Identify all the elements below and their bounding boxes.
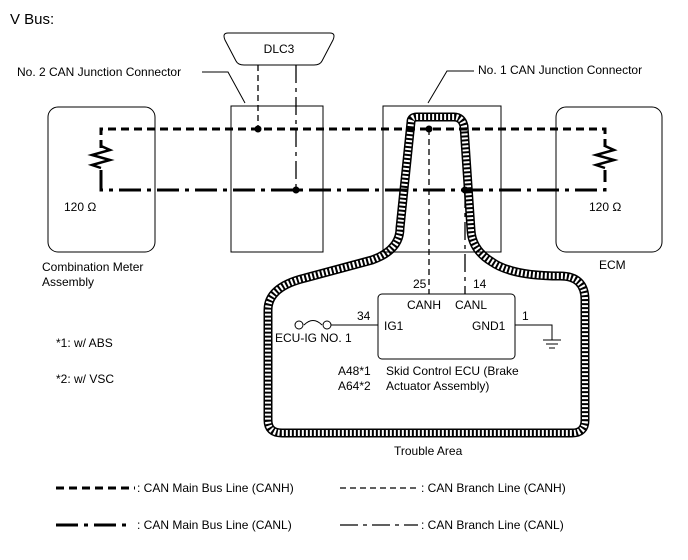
junction-dot [254,125,262,133]
jc1-box [382,105,502,253]
pin-canh-label: CANH [407,298,441,312]
pin-gnd1-label: GND1 [472,319,506,333]
ground-icon [543,339,561,349]
dlc3-label: DLC3 [264,42,295,56]
pin-ig1-label: IG1 [384,319,404,333]
skid-ecu-label-1: Skid Control ECU (Brake [386,364,519,378]
junction-dot [461,186,469,194]
pin-gnd1-number: 1 [522,309,529,323]
main-bus-canl [99,170,607,192]
ecm-box [555,106,663,253]
resistor-left-icon [87,144,115,170]
note-vsc: *2: w/ VSC [56,372,114,386]
combination-meter-label-1: Combination Meter [42,260,143,274]
gnd1-wire [515,324,553,340]
pin-canl-number: 14 [473,277,487,291]
junction-dot [425,125,433,133]
pin-canl-label: CANL [455,298,487,312]
dlc3-connector [223,32,335,66]
trouble-area-label: Trouble Area [394,444,463,458]
legend-main-canl: : CAN Main Bus Line (CANL) [137,518,292,532]
pin-canh-number: 25 [413,277,427,291]
jc2-label: No. 2 CAN Junction Connector [17,65,181,79]
fuse-label: ECU-IG NO. 1 [275,331,352,345]
combination-meter-label-2: Assembly [42,275,94,289]
pin-ig1-number: 34 [357,309,371,323]
diagram-title: V Bus: [10,11,54,28]
jc1-leader-line [427,70,474,104]
trouble-area-boundary [263,112,590,438]
legend-branch-canl: : CAN Branch Line (CANL) [421,518,564,532]
jc2-box [230,105,324,253]
jc2-leader-line [202,71,246,104]
skid-ecu-label-2: Actuator Assembly) [386,379,489,393]
ecm-label: ECM [599,258,626,272]
main-bus-canh [99,127,607,148]
resistor-right-label: 120 Ω [589,200,621,214]
fuse-icon [303,320,323,326]
note-abs: *1: w/ ABS [56,336,113,350]
jc1-label: No. 1 CAN Junction Connector [478,63,642,77]
connector-a48: A48*1 [338,364,371,378]
combination-meter-box [47,106,156,253]
connector-a64: A64*2 [338,379,371,393]
legend-main-canh: : CAN Main Bus Line (CANH) [137,481,294,495]
resistor-left-label: 120 Ω [64,200,96,214]
skid-control-ecu-box [377,293,516,360]
fuse-terminal-left [294,320,304,330]
legend: : CAN Main Bus Line (CANH) : CAN Branch … [56,481,566,532]
fuse-terminal-right [322,320,332,330]
resistor-right-icon [591,144,619,170]
junction-dot [292,186,300,194]
legend-branch-canh: : CAN Branch Line (CANH) [421,481,566,495]
